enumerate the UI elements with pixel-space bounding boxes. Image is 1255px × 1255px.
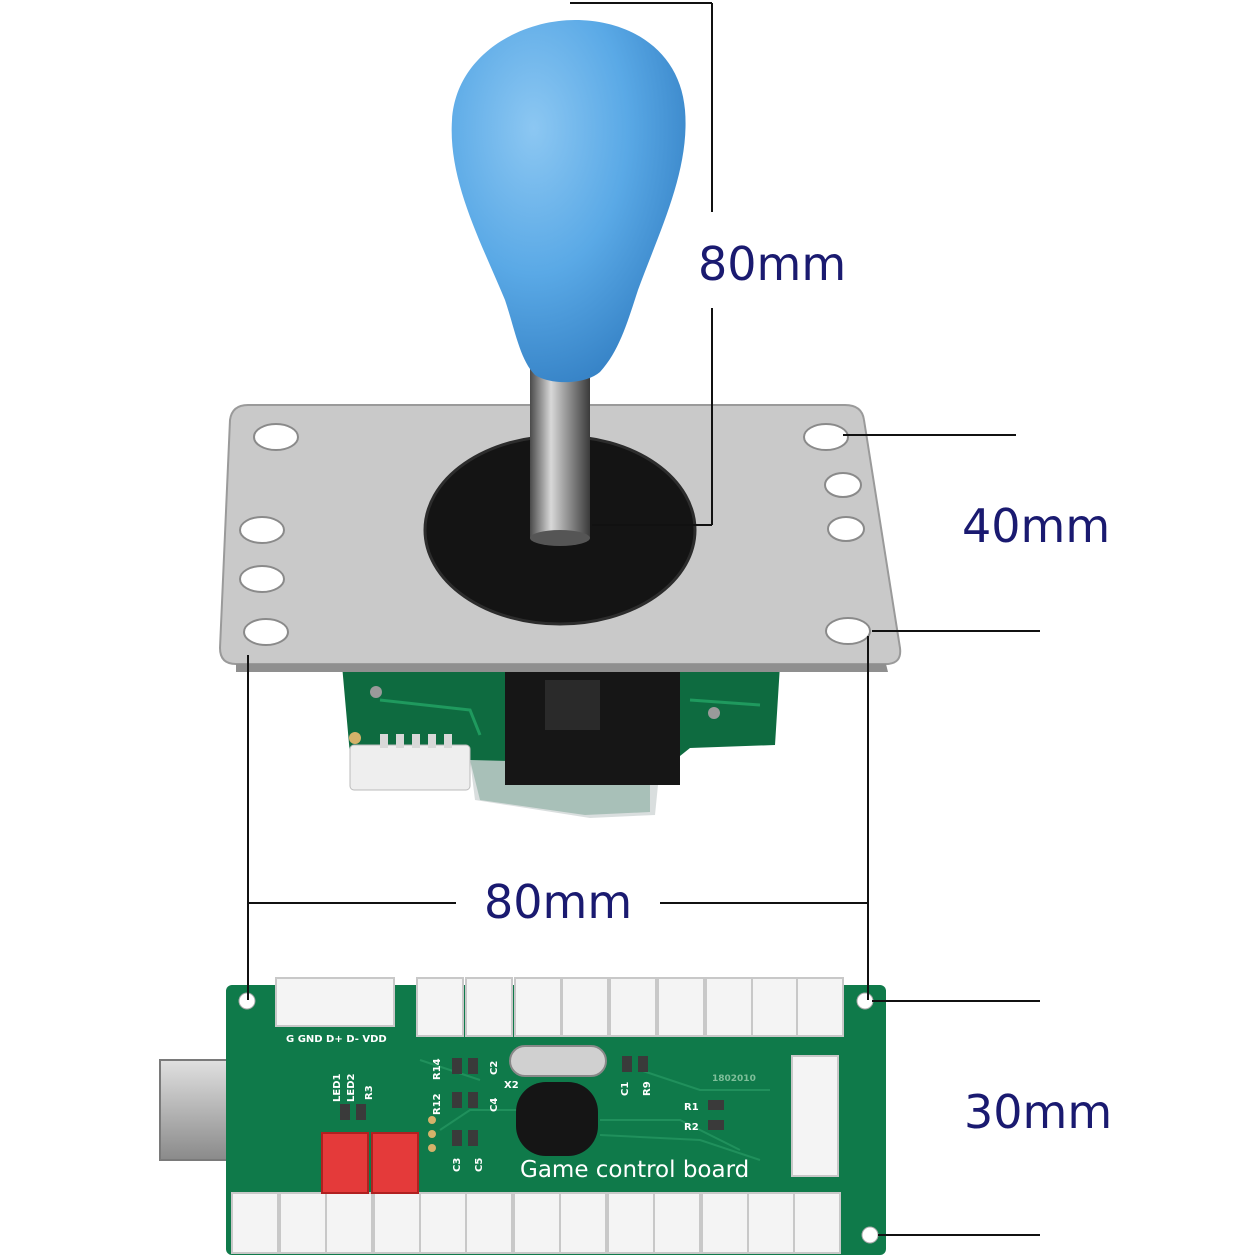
label-led1: LED1: [332, 1073, 343, 1102]
label-serial: 1802010: [712, 1074, 756, 1084]
label-c3: C3: [452, 1158, 463, 1172]
label-r12: R12: [432, 1093, 443, 1115]
dim-stick-height: 80mm: [698, 237, 846, 291]
crystal-x2: [509, 1045, 607, 1077]
label-c4: C4: [489, 1098, 500, 1112]
joystick-underside: [342, 665, 780, 818]
label-led2: LED2: [346, 1073, 357, 1102]
label-r2: R2: [684, 1122, 699, 1133]
bottom-connectors: [231, 1192, 841, 1254]
red-connectors: [321, 1132, 419, 1194]
joystick: [218, 20, 902, 818]
label-r3: R3: [364, 1085, 375, 1100]
label-x2: X2: [504, 1080, 519, 1091]
side-connector: [791, 1055, 839, 1177]
controller-chip: [516, 1082, 598, 1156]
board-title: Game control board: [520, 1157, 749, 1183]
joystick-shaft: [530, 360, 590, 538]
dim-plate-width: 80mm: [484, 875, 632, 929]
label-r14: R14: [432, 1058, 443, 1080]
label-c2: C2: [489, 1061, 500, 1075]
game-control-board: G GND D+ D- VDD R14 C2 X2 C1 R9 R12 C4 L…: [159, 977, 886, 1255]
ball-top: [451, 20, 686, 383]
dimension-lines: [247, 2, 1040, 1236]
usb-pin-labels: G GND D+ D- VDD: [286, 1034, 387, 1045]
label-c1: C1: [620, 1082, 631, 1096]
label-r1: R1: [684, 1102, 699, 1113]
dim-plate-depth: 40mm: [962, 499, 1110, 553]
label-r9: R9: [642, 1081, 653, 1096]
dim-board-depth: 30mm: [964, 1085, 1112, 1139]
label-c5: C5: [474, 1158, 485, 1172]
top-connectors: [275, 977, 844, 1037]
